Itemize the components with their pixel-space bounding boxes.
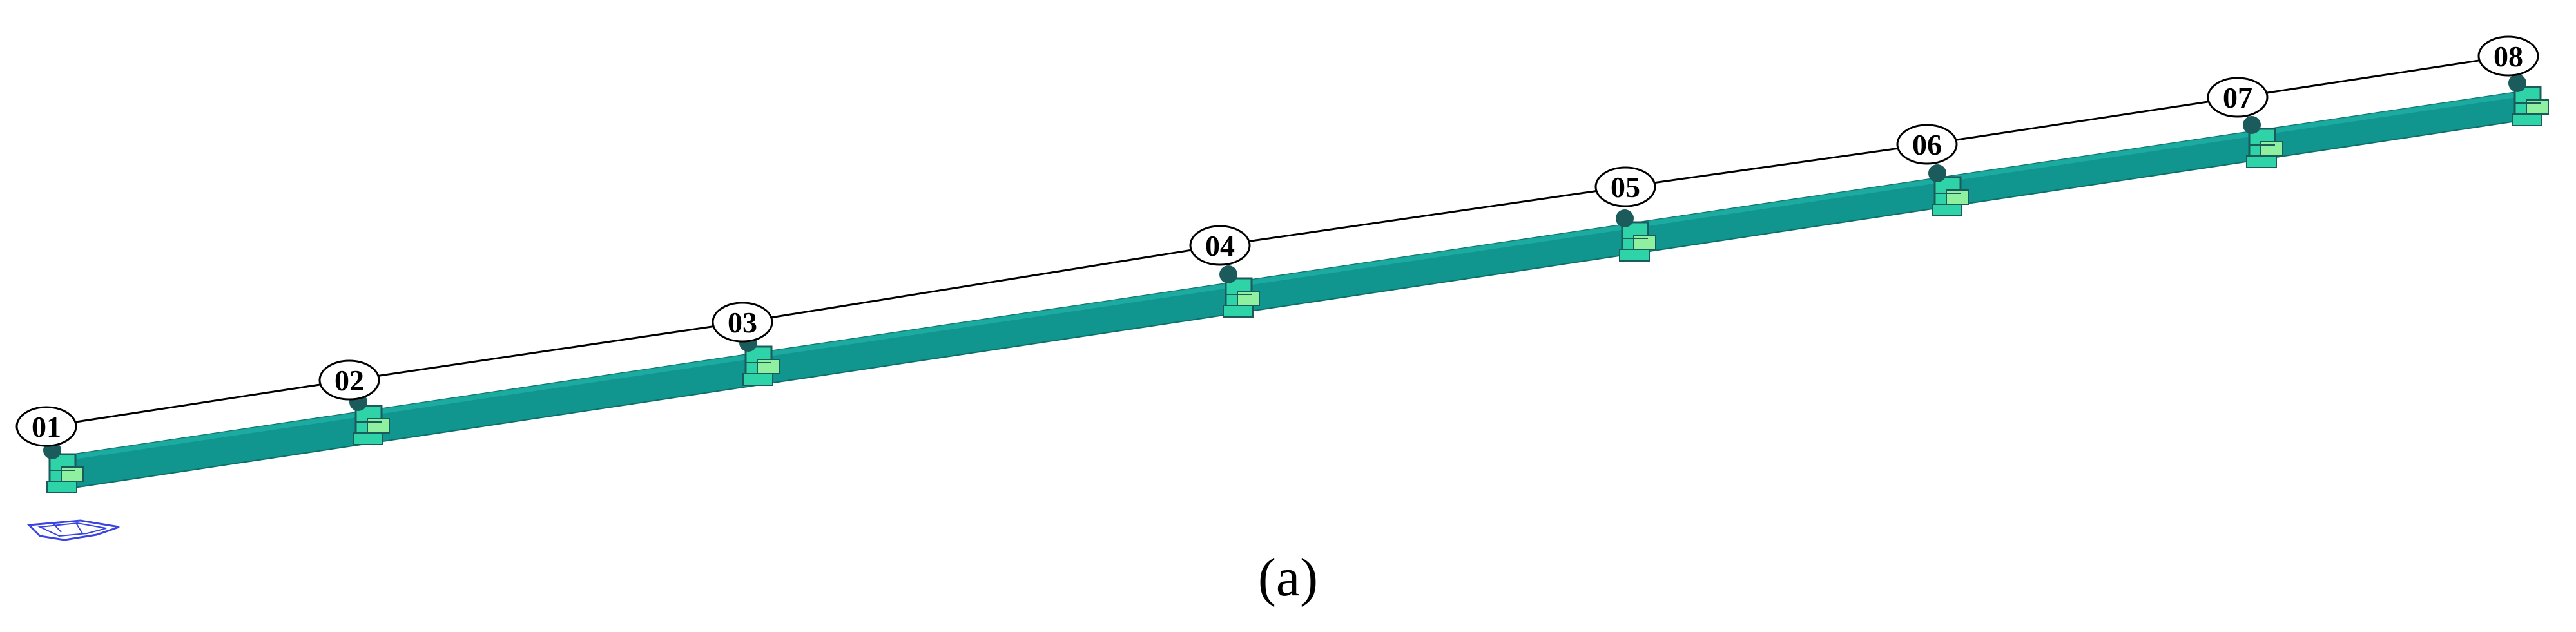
axis-label-text: 08 <box>2494 40 2523 73</box>
support-base <box>742 373 773 386</box>
support-bearing-icon <box>1928 164 1969 216</box>
support-cap <box>2508 74 2526 92</box>
support-bearing-icon <box>1616 209 1656 262</box>
support-plate <box>367 418 390 434</box>
axis-bubble-outline <box>712 302 773 343</box>
support-bearing-icon <box>739 334 780 386</box>
support-base <box>2246 155 2277 168</box>
support-bearings <box>43 74 2549 493</box>
support-plate <box>1237 291 1260 306</box>
support-plate <box>2526 99 2549 115</box>
axis-bubble-outline <box>318 359 380 401</box>
support-cap <box>1616 209 1634 227</box>
axis-label-text: 06 <box>1912 128 1942 161</box>
grid-line-segment <box>1625 143 1928 188</box>
axis-bubble-04: 04 <box>1189 225 1251 266</box>
beam-top-face <box>74 90 2530 459</box>
axis-labels: 01 02 03 04 05 06 07 08 <box>15 35 2539 447</box>
support-cap <box>1928 164 1946 182</box>
support-base <box>1223 305 1254 318</box>
support-cap <box>1219 265 1237 283</box>
axis-label-text: 01 <box>32 410 61 443</box>
axis-bubble-02: 02 <box>318 359 380 401</box>
support-bearing-icon <box>2508 74 2549 126</box>
grid-line-segment <box>1926 96 2238 146</box>
axis-bubble-outline <box>2477 35 2539 77</box>
axis-bubble-08: 08 <box>2477 35 2539 77</box>
support-bearing-icon <box>1219 265 1260 318</box>
axis-label-text: 03 <box>728 306 757 339</box>
support-bearing-icon <box>349 393 390 445</box>
support-plate <box>757 359 780 374</box>
axis-bubble-06: 06 <box>1896 124 1958 165</box>
axis-label-text: 05 <box>1611 171 1640 204</box>
axis-label-text: 02 <box>334 364 364 397</box>
coordinate-triad-icon <box>26 519 120 541</box>
support-plate <box>2260 141 2283 157</box>
axis-bubble-05: 05 <box>1594 166 1656 207</box>
axis-grid-line <box>46 55 2509 428</box>
axis-bubble-outline <box>1189 225 1251 266</box>
support-cap <box>2243 116 2261 134</box>
support-base <box>1932 204 1962 216</box>
support-base <box>46 481 77 493</box>
axis-bubble-outline <box>1896 124 1958 165</box>
axis-bubble-outline <box>2207 77 2269 118</box>
support-base <box>1619 249 1650 262</box>
continuous-beam <box>73 89 2530 489</box>
axis-label-text: 07 <box>2223 81 2252 114</box>
axis-bubble-07: 07 <box>2207 77 2269 118</box>
support-plate <box>1946 189 1969 205</box>
support-plate <box>1633 235 1656 250</box>
support-base <box>353 432 383 445</box>
grid-line-segment <box>46 379 350 428</box>
grid-line-segment <box>349 321 743 381</box>
support-bearing-icon <box>43 441 84 493</box>
support-bearing-icon <box>2243 116 2283 168</box>
support-plate <box>61 466 84 482</box>
support-base <box>2512 113 2542 126</box>
axis-label-text: 04 <box>1205 229 1235 262</box>
grid-line-segment <box>1219 186 1626 247</box>
figure-caption: (a) <box>1257 548 1319 608</box>
grid-line-segment <box>742 244 1221 323</box>
axis-bubble-01: 01 <box>15 406 77 447</box>
grid-line-segment <box>2237 55 2509 99</box>
axis-bubble-outline <box>15 406 77 447</box>
axis-bubble-outline <box>1594 166 1656 207</box>
axis-bubble-03: 03 <box>712 302 773 343</box>
